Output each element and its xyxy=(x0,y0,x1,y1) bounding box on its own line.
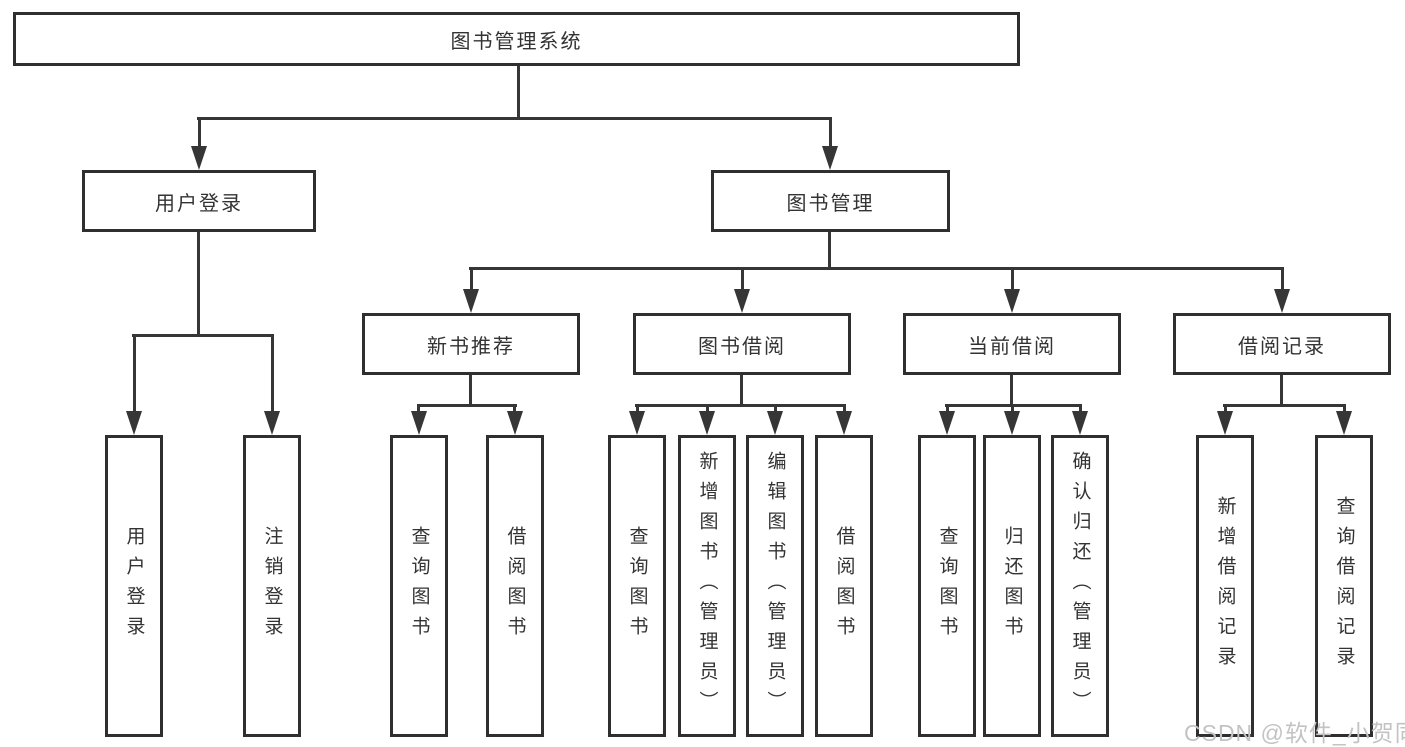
leaf-user-login: 用户登录 xyxy=(105,435,163,737)
arrowhead-down-icon xyxy=(191,146,207,170)
leaf-confirm-return-admin: 确认归还（管理员） xyxy=(1051,435,1109,737)
arrowhead-down-icon xyxy=(734,289,750,313)
leaf-edit-books-admin: 编辑图书（管理员） xyxy=(746,435,804,737)
leaf-logout: 注销登录 xyxy=(243,435,301,737)
arrowhead-down-icon xyxy=(1004,289,1020,313)
arrowhead-down-icon xyxy=(1336,411,1352,435)
leaf-add-books-admin: 新增图书（管理员） xyxy=(678,435,736,737)
node-library-management-system: 图书管理系统 xyxy=(13,12,1020,66)
connector-stub-leaf-user-login xyxy=(133,334,136,413)
connector-stub xyxy=(843,404,846,414)
arrowhead-down-icon xyxy=(1004,411,1020,435)
connector-root-trunk xyxy=(517,66,520,120)
connector-stub xyxy=(1011,404,1014,414)
connector-stub-leaf-logout xyxy=(271,334,274,413)
arrowhead-down-icon xyxy=(1274,289,1290,313)
connector-new-book-rail xyxy=(417,404,517,407)
csdn-watermark: CSDN @软件_小贺同学 xyxy=(1184,720,1405,746)
arrowhead-down-icon xyxy=(1072,411,1088,435)
leaf-add-borrow-record: 新增借阅记录 xyxy=(1196,435,1254,737)
connector-stub xyxy=(706,404,709,414)
node-new-book-recommend: 新书推荐 xyxy=(362,313,580,375)
leaf-return-books: 归还图书 xyxy=(983,435,1041,737)
node-borrowing-records: 借阅记录 xyxy=(1173,313,1391,375)
connector-stub xyxy=(946,404,949,414)
connector-stub xyxy=(417,404,420,414)
connector-current-borrow-trunk xyxy=(1010,375,1013,407)
node-user-login: 用户登录 xyxy=(82,170,316,232)
node-book-borrowing: 图书借阅 xyxy=(633,313,851,375)
arrowhead-down-icon xyxy=(126,411,142,435)
connector-user-login-trunk xyxy=(197,232,200,337)
arrowhead-down-icon xyxy=(939,411,955,435)
connector-stub-new-book xyxy=(470,267,473,291)
connector-stub-user-login xyxy=(198,117,201,148)
arrowhead-down-icon xyxy=(629,411,645,435)
connector-stub-book-borrow xyxy=(741,267,744,291)
connector-stub xyxy=(513,404,516,414)
leaf-borrow-books-recommend: 借阅图书 xyxy=(486,435,544,737)
connector-stub xyxy=(1224,404,1227,414)
arrowhead-down-icon xyxy=(264,411,280,435)
leaf-query-books-recommend: 查询图书 xyxy=(390,435,448,737)
leaf-query-borrow-record: 查询借阅记录 xyxy=(1315,435,1373,737)
arrowhead-down-icon xyxy=(463,289,479,313)
node-current-borrowing: 当前借阅 xyxy=(903,313,1121,375)
connector-borrow-records-rail xyxy=(1223,404,1346,407)
leaf-query-books-current: 查询图书 xyxy=(918,435,976,737)
arrowhead-down-icon xyxy=(507,411,523,435)
arrowhead-down-icon xyxy=(822,146,838,170)
leaf-query-books-borrowing: 查询图书 xyxy=(608,435,666,737)
connector-level2-rail xyxy=(197,117,832,120)
connector-stub xyxy=(1079,404,1082,414)
connector-borrow-records-trunk xyxy=(1280,375,1283,407)
leaf-borrow-books-borrowing: 借阅图书 xyxy=(815,435,873,737)
connector-stub xyxy=(774,404,777,414)
connector-book-management-trunk xyxy=(828,232,831,270)
connector-user-login-rail xyxy=(132,334,274,337)
connector-level3-rail xyxy=(469,267,1284,270)
arrowhead-down-icon xyxy=(411,411,427,435)
arrowhead-down-icon xyxy=(836,411,852,435)
connector-stub-current-borrow xyxy=(1011,267,1014,291)
connector-stub xyxy=(636,404,639,414)
connector-stub-borrow-records xyxy=(1281,267,1284,291)
arrowhead-down-icon xyxy=(699,411,715,435)
arrowhead-down-icon xyxy=(1217,411,1233,435)
arrowhead-down-icon xyxy=(767,411,783,435)
connector-book-borrow-trunk xyxy=(740,375,743,407)
connector-stub-book-management xyxy=(829,117,832,148)
connector-new-book-trunk xyxy=(469,375,472,407)
node-book-management: 图书管理 xyxy=(711,170,950,232)
connector-book-borrow-rail xyxy=(635,404,846,407)
connector-stub xyxy=(1343,404,1346,414)
